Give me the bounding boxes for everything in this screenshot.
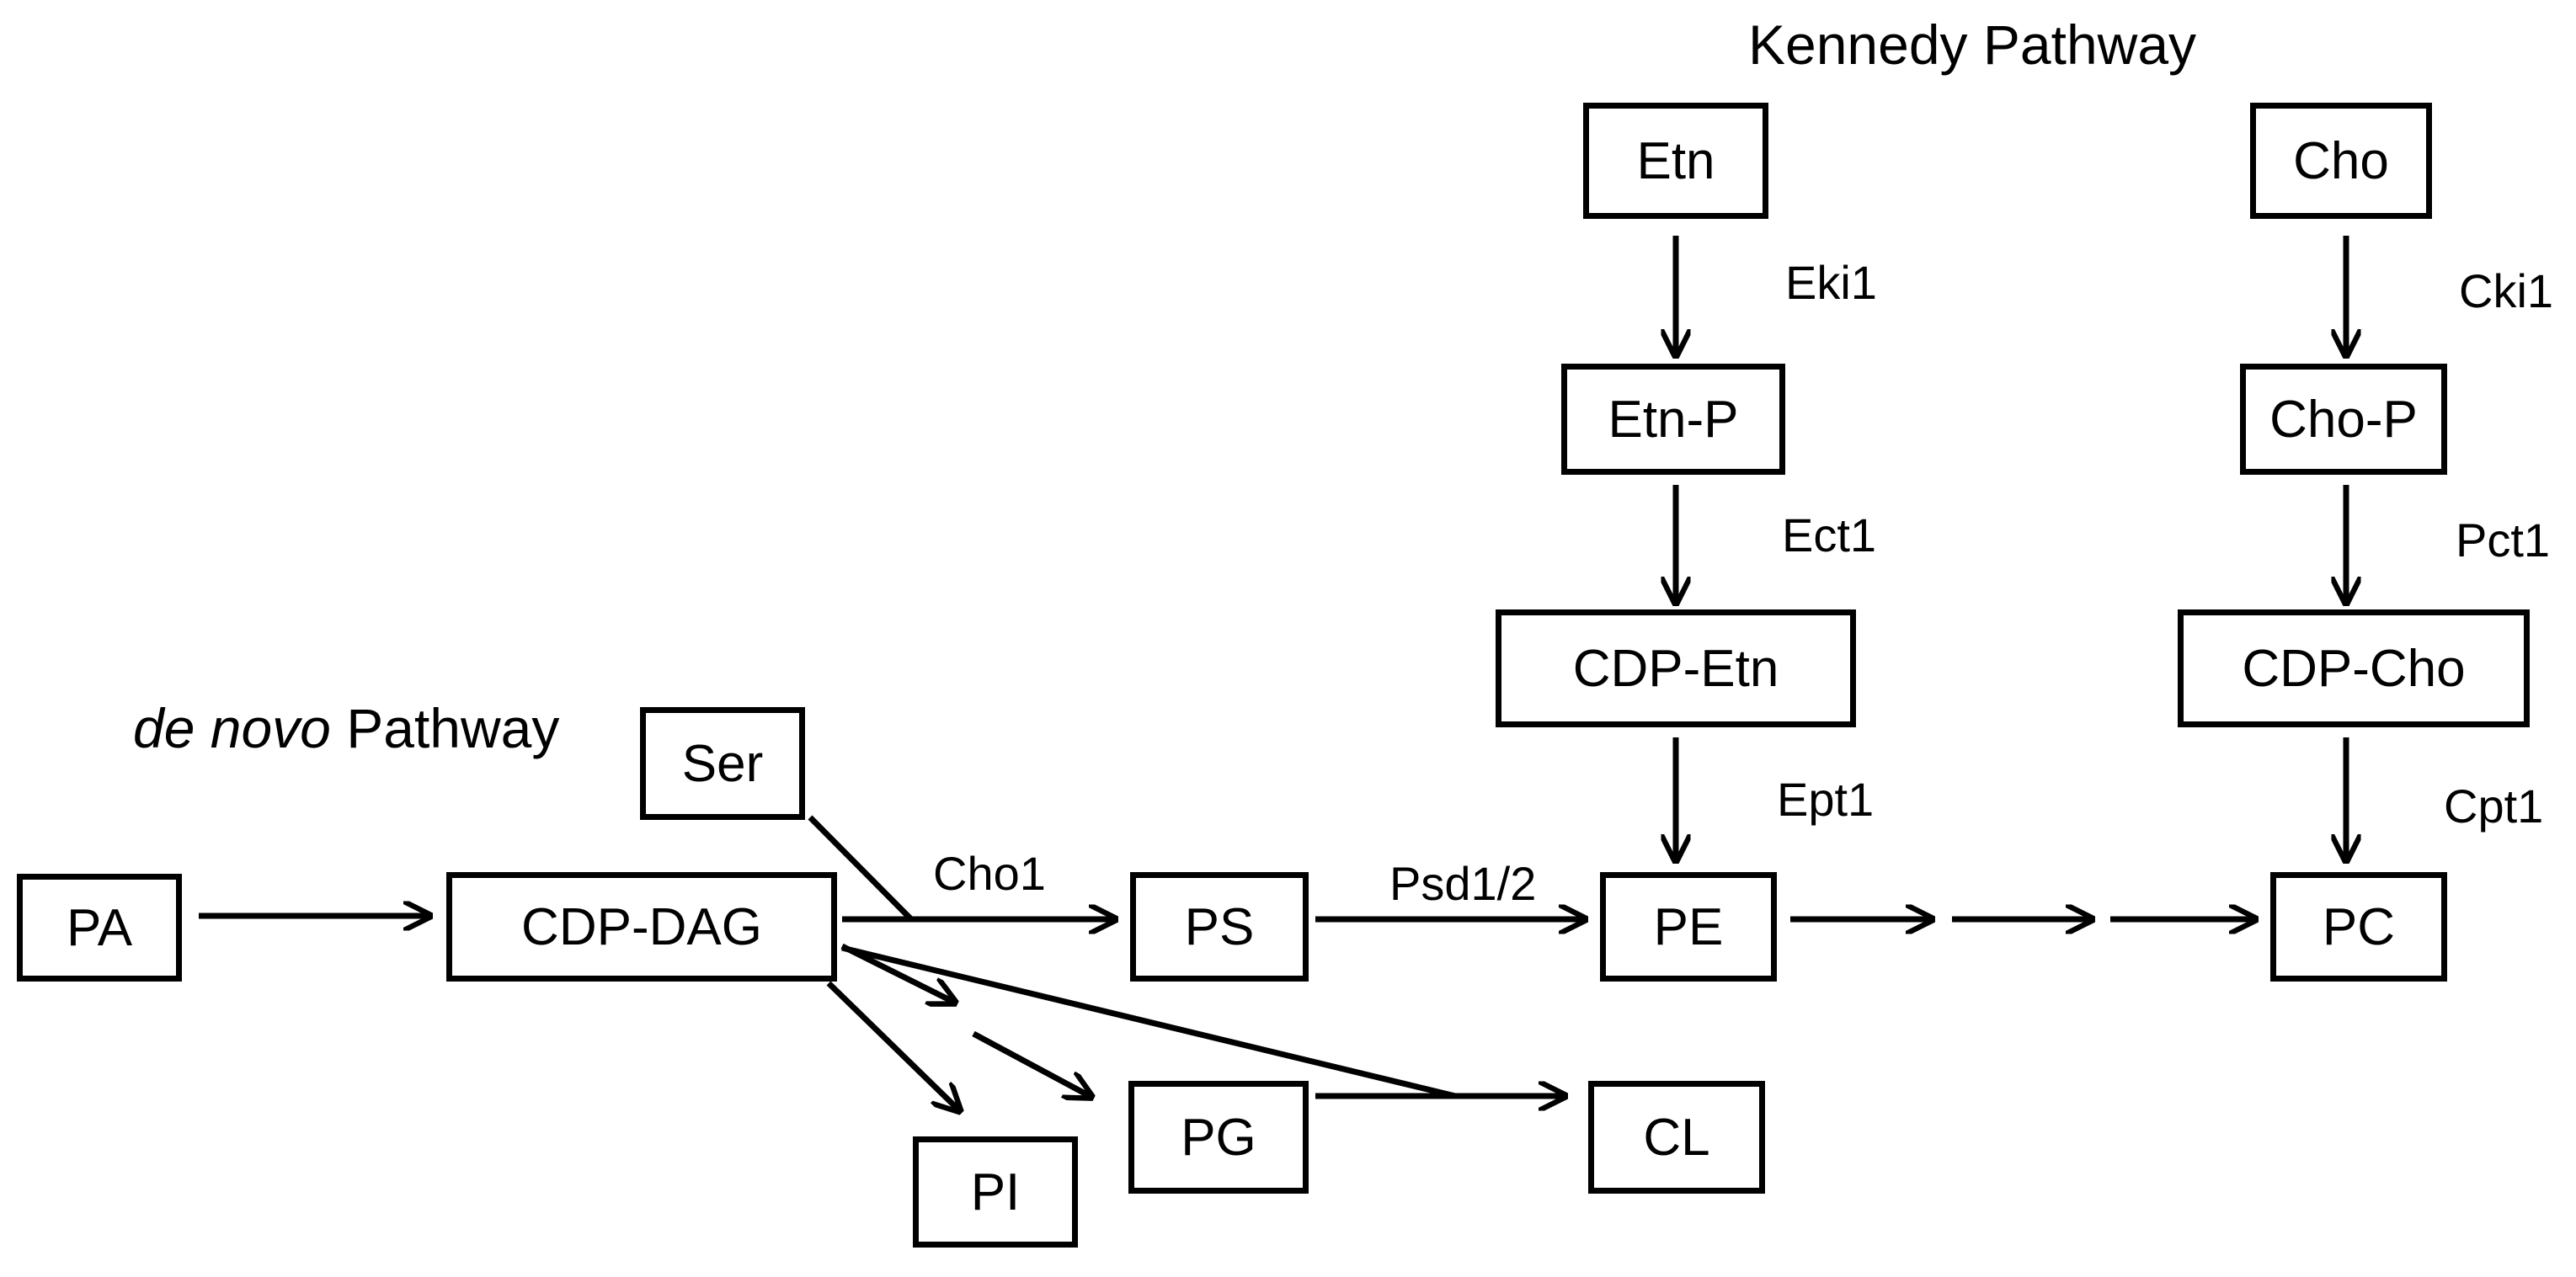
- enzyme-pct1: Pct1: [2456, 513, 2551, 567]
- node-etn-p: Etn-P: [1561, 364, 1785, 475]
- arrow-cdpdag-pg-2: [972, 1030, 1090, 1096]
- node-cdp-cho: CDP-Cho: [2178, 609, 2530, 727]
- enzyme-cpt1: Cpt1: [2444, 780, 2544, 833]
- line-ser-join: [808, 815, 914, 922]
- de-novo-pathway-word: Pathway: [346, 697, 560, 759]
- node-cho: Cho: [2250, 103, 2432, 219]
- node-cdp-dag: CDP-DAG: [446, 872, 837, 982]
- node-pg: PG: [1128, 1081, 1309, 1194]
- node-cho-p: Cho-P: [2240, 364, 2447, 475]
- enzyme-ect1: Ect1: [1782, 508, 1877, 561]
- arrow-cdpdag-pg-1: [840, 943, 953, 1002]
- node-pa: PA: [17, 874, 182, 982]
- enzyme-psd: Psd1/2: [1389, 857, 1537, 910]
- node-pi: PI: [913, 1136, 1078, 1248]
- node-ps: PS: [1130, 872, 1309, 982]
- enzyme-ept1: Ept1: [1777, 773, 1875, 826]
- node-cdp-etn: CDP-Etn: [1496, 609, 1856, 727]
- node-ser: Ser: [640, 707, 805, 820]
- de-novo-pathway-title: de novo Pathway: [133, 700, 559, 756]
- enzyme-cki1: Cki1: [2459, 264, 2554, 317]
- node-pc: PC: [2270, 872, 2447, 982]
- de-novo-italic: de novo: [133, 697, 331, 759]
- arrow-cdpdag-pi: [826, 981, 958, 1109]
- enzyme-cho1: Cho1: [933, 847, 1046, 900]
- node-cl: CL: [1588, 1081, 1765, 1194]
- enzyme-eki1: Eki1: [1785, 256, 1877, 309]
- node-pe: PE: [1600, 872, 1777, 982]
- line-cdpdag-cl: [841, 944, 1456, 1099]
- kennedy-pathway-title: Kennedy Pathway: [1748, 13, 2197, 76]
- node-etn: Etn: [1583, 103, 1768, 219]
